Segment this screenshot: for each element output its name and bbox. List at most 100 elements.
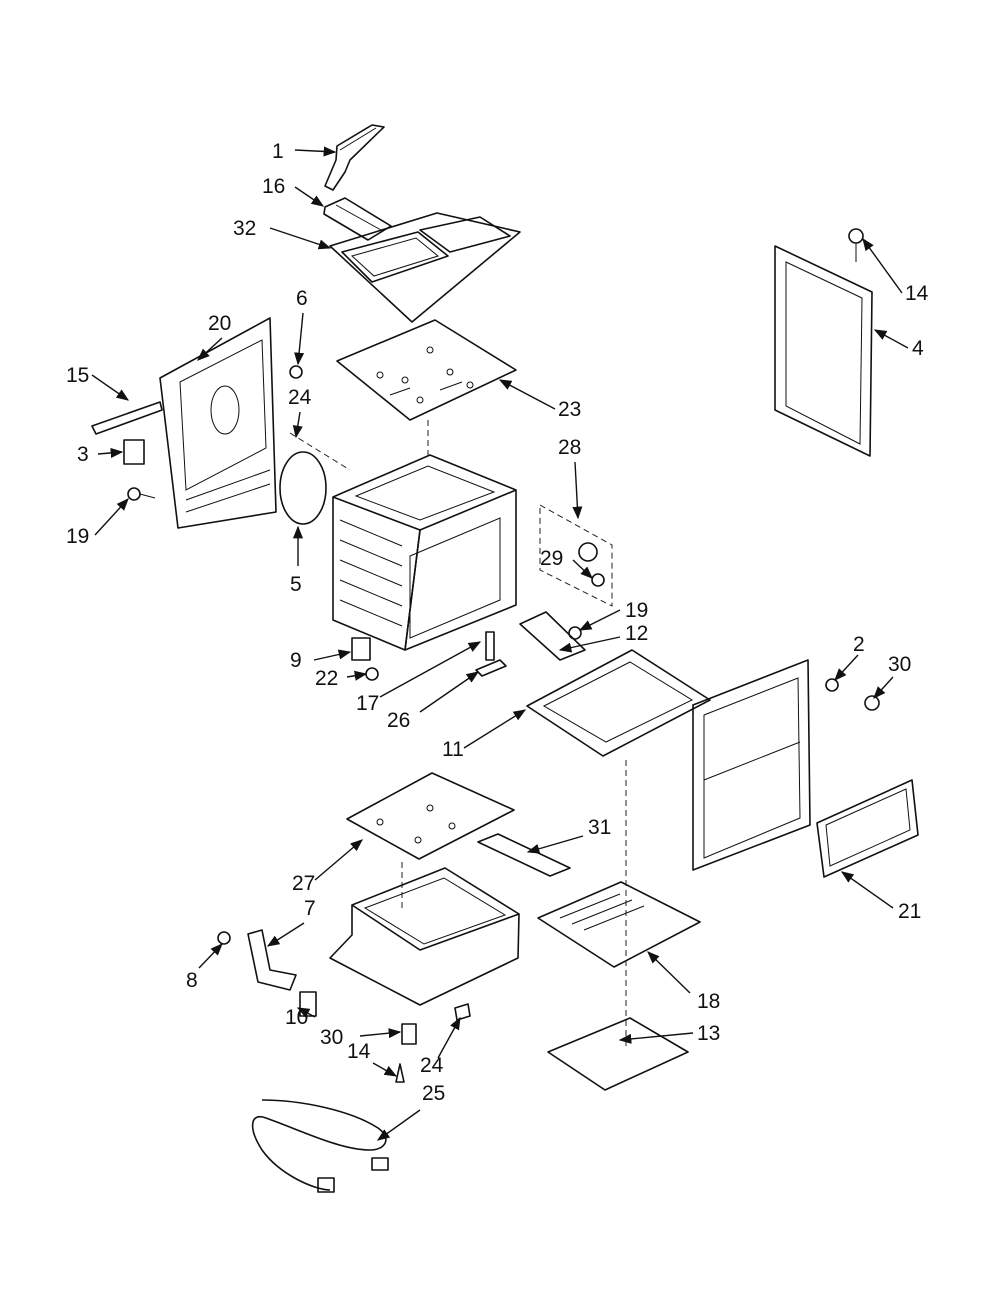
callout-number: 2 (853, 633, 865, 656)
part-screw-14-top (848, 228, 864, 262)
callout-number: 30 (888, 653, 911, 676)
callout-3: 3 (77, 443, 124, 466)
callout-number: 30 (320, 1026, 343, 1049)
callout-leader-arrow (862, 237, 903, 294)
callout-leader-arrow (94, 498, 129, 536)
callout-number: 19 (66, 525, 89, 548)
part-vent-duct (323, 197, 392, 241)
part-door-tray (526, 649, 711, 757)
callout-number: 12 (625, 622, 648, 645)
part-screw-left (127, 487, 156, 501)
callout-leader-arrow (294, 186, 325, 207)
callout-number: 27 (292, 872, 315, 895)
callout-28: 28 (558, 436, 583, 520)
callout-22: 22 (315, 667, 368, 690)
callout-1: 1 (272, 140, 337, 163)
callout-number: 29 (540, 547, 563, 570)
callout-leader-arrow (197, 337, 223, 361)
callout-number: 7 (304, 897, 316, 920)
callout-number: 23 (558, 398, 581, 421)
callout-number: 18 (697, 990, 720, 1013)
part-door-glass (816, 779, 919, 878)
callout-leader-arrow (873, 676, 894, 699)
part-door-frame-upper (774, 245, 873, 457)
callout-17: 17 (356, 641, 482, 715)
callout-10: 10 (285, 1006, 316, 1029)
callout-21: 21 (840, 871, 921, 923)
callout-leader-arrow (498, 379, 556, 410)
part-knob-group (539, 504, 613, 607)
callout-25: 25 (376, 1082, 445, 1141)
part-oven-cavity (332, 454, 517, 651)
callout-leader-arrow (269, 227, 332, 250)
part-top-plate (336, 319, 517, 421)
callout-leader-arrow (572, 559, 593, 579)
callout-leader-arrow (359, 1028, 402, 1039)
callout-number: 32 (233, 217, 256, 240)
callout-number: 8 (186, 969, 198, 992)
callout-leader-arrow (873, 329, 909, 349)
part-perforated-panel (537, 881, 701, 968)
part-fastener-lower (395, 1023, 417, 1083)
callout-6: 6 (294, 287, 308, 366)
callout-number: 28 (558, 436, 581, 459)
callout-leader-arrow (292, 411, 303, 439)
callout-leader-arrow (294, 312, 305, 366)
callout-30: 30 (873, 653, 911, 699)
callout-number: 10 (285, 1006, 308, 1029)
part-clip-24 (454, 1003, 471, 1021)
callout-leader-arrow (419, 671, 480, 713)
part-gasket (279, 451, 327, 525)
callout-number: 24 (420, 1054, 444, 1077)
callout-leader-arrow (97, 447, 124, 458)
callout-11: 11 (442, 709, 527, 761)
callout-number: 19 (625, 599, 648, 622)
callout-leader-arrow (314, 839, 363, 881)
callout-leader-arrow (463, 709, 527, 749)
callout-2: 2 (834, 633, 865, 681)
part-oven-door (692, 659, 811, 871)
callout-leader-arrow (647, 951, 691, 994)
callout-number: 17 (356, 692, 379, 715)
callout-number: 6 (296, 287, 308, 310)
part-lower-housing (329, 867, 520, 1006)
callout-number: 21 (898, 900, 921, 923)
callout-5: 5 (290, 525, 304, 596)
callout-leader-arrow (558, 636, 621, 653)
callout-number: 20 (208, 312, 231, 335)
part-rod (91, 401, 163, 435)
callout-number: 14 (905, 282, 929, 305)
callout-19: 19 (66, 498, 129, 548)
part-top-panel (329, 212, 521, 323)
callout-leader-arrow (294, 146, 337, 157)
callout-leader-arrow (296, 1007, 316, 1018)
part-screw-6 (289, 365, 303, 379)
part-bracket-12 (519, 611, 586, 661)
callout-number: 31 (588, 816, 611, 839)
callout-13: 13 (618, 1022, 720, 1045)
callout-number: 14 (347, 1040, 371, 1063)
guide-line-2 (289, 432, 351, 471)
callout-leader-arrow (840, 871, 894, 909)
callout-14: 14 (347, 1040, 398, 1077)
callout-4: 4 (873, 329, 924, 360)
callout-27: 27 (292, 839, 363, 895)
callout-leader-arrow (379, 641, 482, 698)
callout-leader-arrow (618, 1032, 694, 1044)
part-strip-31 (477, 833, 571, 877)
callout-18: 18 (647, 951, 720, 1013)
callout-23: 23 (498, 379, 581, 421)
callout-31: 31 (526, 816, 611, 854)
callout-leader-arrow (578, 609, 621, 631)
callout-number: 1 (272, 140, 284, 163)
callout-leader-arrow (376, 1109, 421, 1141)
callout-24: 24 (288, 386, 312, 439)
callout-number: 16 (262, 175, 285, 198)
callout-12: 12 (558, 622, 648, 653)
callout-number: 15 (66, 364, 89, 387)
callout-leader-arrow (91, 374, 130, 401)
part-rear-panel (159, 317, 277, 529)
callout-26: 26 (387, 671, 480, 732)
callout-number: 11 (442, 738, 464, 761)
